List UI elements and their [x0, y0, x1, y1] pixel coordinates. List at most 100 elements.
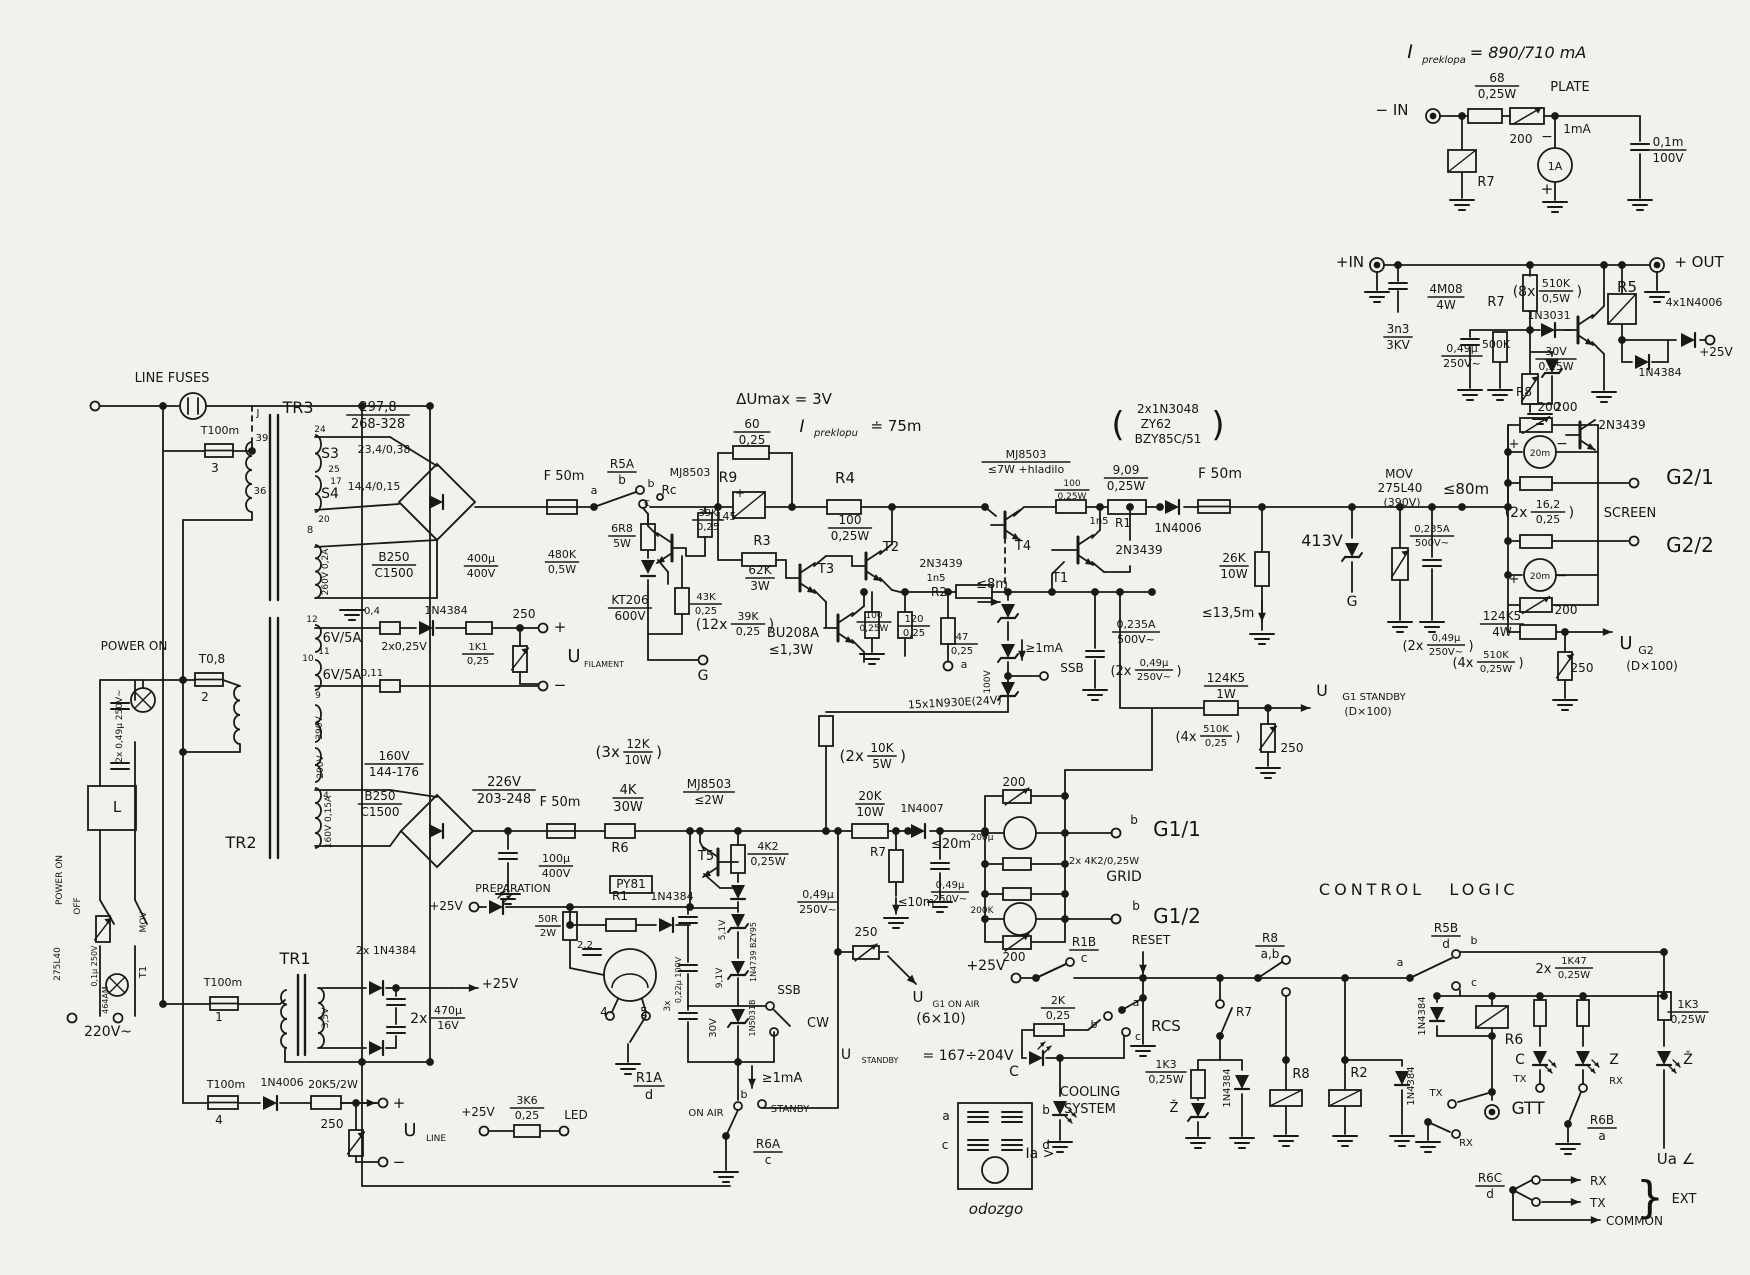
label-bu208a-w: ≤1,3W	[769, 643, 814, 658]
frac-top-f1k3b: 1K3	[1677, 998, 1698, 1011]
frac-bot-fr6cd: d	[1486, 1187, 1494, 1201]
frac-bot-f3x12k: 10W	[624, 753, 651, 767]
label-p10: 10	[302, 654, 314, 664]
label-tx-1: TX	[1429, 1088, 1443, 1099]
frac-top-f50r: 50R	[538, 914, 558, 925]
label-d14384-b: 1N4384	[1222, 1068, 1233, 1107]
label-ipk2-sub: preklopu	[813, 428, 858, 439]
frac-bot-f39k: 0,25	[697, 522, 719, 533]
label-f3: 3	[211, 461, 219, 475]
label-r5b-c: c	[1471, 976, 1477, 989]
label-m2-minus: −	[1556, 568, 1568, 584]
frac-top-f3x12k: 12K	[626, 737, 650, 751]
label-pot200-g1b: 200	[1003, 950, 1026, 964]
frac-top-fr6ac: R6A	[756, 1137, 781, 1151]
label-tx-2: TX	[1589, 1196, 1606, 1210]
label-dumax: ΔUmax = 3V	[736, 390, 833, 408]
frac-top-fb250b: B250	[364, 789, 395, 803]
label-led-z-rx: RX	[1609, 1076, 1623, 1087]
label-pin5: 5	[640, 1005, 648, 1019]
label-zh-2: Ž	[1170, 1100, 1179, 1116]
frac-top-f60: 60	[744, 417, 759, 431]
label-neg-in: − IN	[1376, 101, 1409, 119]
frac-bot-f480k: 0,5W	[548, 563, 576, 576]
frac-pre-f4x510a: (4x	[1452, 656, 1473, 671]
label-g2-1: G2/1	[1666, 465, 1714, 489]
label-uline-u: U	[403, 1120, 416, 1141]
frac-bot-fr1ad: d	[645, 1088, 653, 1103]
label-b-g12: b	[1132, 899, 1140, 913]
frac-f60: 600,25	[733, 417, 771, 447]
label-cw: CW	[807, 1016, 829, 1031]
label-le80m: ≤80m	[1443, 480, 1489, 498]
label-tr3: TR3	[281, 398, 313, 417]
frac-bot-f20k: 10W	[856, 805, 883, 819]
label-m1-minus: −	[1556, 436, 1568, 452]
label-mov-v: MOV	[139, 911, 149, 933]
frac-suf-f2x10k: )	[900, 747, 906, 765]
frac-bot-f8x510k: 0,5W	[1542, 292, 1570, 305]
frac-top-f4x510a: 510K	[1483, 650, 1509, 661]
label-p12: 12	[306, 615, 317, 625]
frac-top-fmj2: MJ8503	[687, 777, 731, 791]
label-out-pos: + OUT	[1674, 253, 1724, 271]
label-box-c: c	[942, 1138, 949, 1152]
label-meter-1a: 1A	[1548, 160, 1563, 173]
frac-top-f12x39k: 39K	[737, 610, 759, 623]
label-ipk2-i: I	[799, 417, 804, 437]
label-g-term: G	[698, 668, 709, 684]
frac-top-f20k: 20K	[858, 789, 882, 803]
label-jmp: J	[256, 408, 260, 419]
label-t4: T4	[1014, 539, 1031, 554]
label-rcs: RCS	[1151, 1017, 1181, 1035]
label-w390-v: 390V	[315, 715, 325, 739]
label-t100m-1: T100m	[203, 976, 242, 989]
frac-bot-f68: 0,25W	[1478, 87, 1517, 101]
frac-bot-f2x10k: 5W	[872, 757, 892, 771]
label-f50m-2: F 50m	[540, 795, 581, 810]
frac-top-f049c: 0,49µ	[936, 880, 965, 891]
label-ufil-plus: +	[554, 618, 567, 636]
frac-top-fmj1: MJ8503	[1006, 448, 1047, 461]
label-ug2-d100: (D×100)	[1626, 659, 1678, 673]
label-p20: 20	[318, 515, 330, 525]
label-ctl-2: LOGIC	[1449, 880, 1518, 899]
frac-top-f100a: 100	[839, 513, 862, 527]
label-t2: T2	[882, 540, 899, 555]
label-rcs-b: b	[1091, 1018, 1098, 1031]
label-c01u-v: 0,1µ 250V	[90, 945, 99, 987]
label-f50m-1: F 50m	[544, 469, 585, 484]
frac-bot-f100u: 400V	[542, 867, 571, 880]
frac-bot-f43k: 0,25	[695, 606, 717, 617]
label-filt-l: L	[113, 798, 122, 816]
label-f4: 4	[215, 1113, 223, 1127]
frac-suf-f4x510a: )	[1519, 656, 1524, 671]
frac-bot-fr5bd: d	[1442, 937, 1450, 951]
label-q-2n3439-t1: 2N3439	[1115, 543, 1162, 557]
frac-bot-fmj1: ≤7W +hladilo	[988, 463, 1065, 476]
label-p9: 9	[315, 691, 321, 701]
label-g1-2: G1/2	[1153, 904, 1201, 928]
label-r5a-a: a	[591, 484, 598, 497]
label-pot200-s2: 200	[1555, 603, 1578, 617]
frac-bot-f120: 0,25	[903, 628, 925, 639]
frac-top-fr1b: R1B	[1072, 935, 1096, 949]
label-pot200-plate: 200	[1510, 132, 1533, 146]
label-tr1: TR1	[278, 949, 310, 968]
label-ug2-u: U	[1619, 633, 1632, 654]
label-ul-plus: +	[393, 1094, 406, 1112]
label-n39: 39	[256, 433, 269, 444]
frac-top-f1k47: 1K47	[1561, 956, 1587, 967]
label-d1n4384-py: 1N4384	[650, 890, 693, 903]
